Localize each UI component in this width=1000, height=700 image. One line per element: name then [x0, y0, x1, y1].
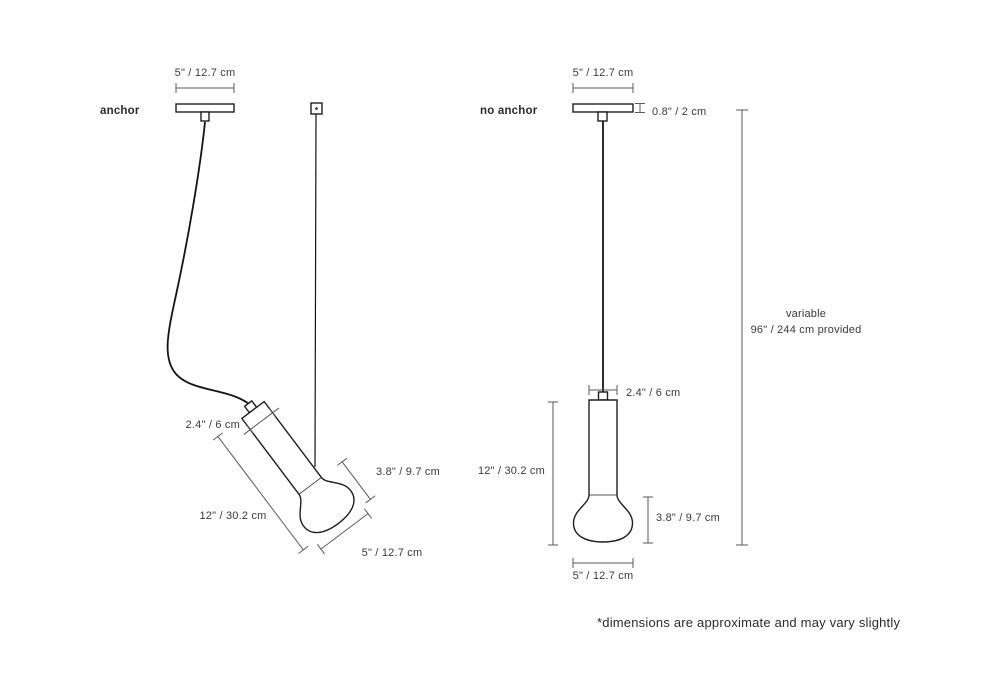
shade-diameter-label-right: 5" / 12.7 cm [573, 570, 634, 582]
shade-height-label-left: 3.8" / 9.7 cm [376, 466, 440, 478]
shade-diameter-label-left: 5" / 12.7 cm [362, 547, 423, 559]
shade-height-label-right: 3.8" / 9.7 cm [656, 512, 720, 524]
canopy-height-label: 0.8" / 2 cm [652, 106, 706, 118]
stem-diameter-label-left: 2.4" / 6 cm [186, 419, 240, 431]
lamp-joint-left [298, 477, 322, 495]
dim-shade-height-right: 3.8" / 9.7 cm [643, 496, 720, 544]
lamp-connector-right [597, 391, 609, 401]
cord-note-line1: variable [786, 308, 826, 320]
dim-stem-right: 2.4" / 6 cm [588, 385, 680, 399]
no-anchor-view: no anchor 5" / 12.7 cm 0.8" / 2 cm [478, 67, 861, 582]
lamp-body-left [240, 400, 355, 534]
canopy-width-label-right: 5" / 12.7 cm [573, 67, 634, 79]
body-length-label-right: 12" / 30.2 cm [478, 465, 545, 477]
dim-shade-diameter-right: 5" / 12.7 cm [572, 558, 634, 582]
dim-length-right: 12" / 30.2 cm [478, 401, 558, 546]
canopy-left [175, 103, 235, 113]
anchor-cable [314, 113, 317, 468]
lamp-body-right [572, 399, 634, 543]
anchor-view: anchor 5" / 12.7 cm [100, 67, 440, 559]
dim-shade-diameter-left [316, 508, 373, 555]
dim-stem-left [243, 407, 280, 435]
anchor-dot [315, 107, 318, 110]
stem-diameter-label-right: 2.4" / 6 cm [626, 387, 680, 399]
cord-note-line2: 96" / 244 cm provided [751, 324, 862, 336]
dim-canopy-width-right: 5" / 12.7 cm [572, 67, 634, 93]
canopy-stem-left [200, 111, 210, 122]
dim-canopy-width-left: 5" / 12.7 cm [175, 67, 236, 93]
canopy-stem-right [597, 111, 608, 122]
canopy-right [572, 103, 634, 113]
body-length-label-left: 12" / 30.2 cm [199, 510, 266, 522]
canopy-width-label-left: 5" / 12.7 cm [175, 67, 236, 79]
cord-left [166, 121, 250, 405]
lamp-left [212, 399, 376, 555]
anchor-view-title: anchor [100, 105, 140, 117]
dimensions-footnote: *dimensions are approximate and may vary… [597, 615, 900, 630]
dim-canopy-height: 0.8" / 2 cm [635, 103, 706, 118]
no-anchor-view-title: no anchor [480, 105, 538, 117]
dim-shade-height-left [337, 457, 376, 504]
dim-cord-length: variable 96" / 244 cm provided [736, 109, 862, 546]
anchor-point [310, 102, 323, 115]
dim-length-left [212, 432, 309, 554]
